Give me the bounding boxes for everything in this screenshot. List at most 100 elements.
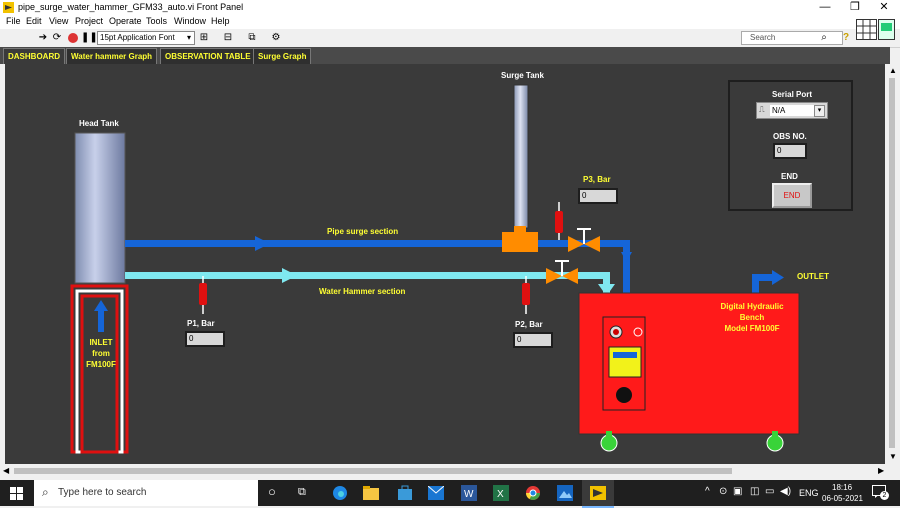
serial-port-value: N/A xyxy=(770,105,816,116)
water-hammer-pipe xyxy=(125,268,615,296)
p2-indicator: 0 xyxy=(513,332,553,348)
horizontal-scrollbar[interactable]: ◀ ▶ xyxy=(0,464,890,478)
serial-port-icon: ⎍ xyxy=(759,105,765,114)
menu-file[interactable]: File xyxy=(6,16,21,26)
clock-date[interactable]: 06-05-2021 xyxy=(822,494,863,503)
tab-dashboard[interactable]: DASHBOARD xyxy=(3,48,65,64)
serial-port-selector[interactable]: ⎍ N/A ▾ xyxy=(756,102,828,119)
taskbar-labview[interactable] xyxy=(582,480,614,508)
outlet-pipe xyxy=(752,270,784,294)
scroll-left-icon[interactable]: ◀ xyxy=(3,466,10,475)
photos-icon[interactable] xyxy=(557,485,573,501)
window-title: pipe_surge_water_hammer_GFM33_auto.vi Fr… xyxy=(18,2,244,12)
menu-window[interactable]: Window xyxy=(174,16,207,26)
p1-label: P1, Bar xyxy=(187,319,215,328)
search-icon: ⌕ xyxy=(42,485,49,499)
labview-icon xyxy=(590,486,606,500)
chevron-down-icon[interactable]: ▾ xyxy=(814,105,825,117)
menu-bar: File Edit View Project Operate Tools Win… xyxy=(0,15,900,29)
edge-icon[interactable] xyxy=(332,485,348,501)
search-input[interactable]: Search xyxy=(741,31,843,45)
menu-operate[interactable]: Operate xyxy=(109,16,142,26)
tray-app2-icon[interactable]: ▣ xyxy=(733,486,743,497)
font-selector-value: 15pt Application Font xyxy=(100,33,175,42)
surge-tank-label: Surge Tank xyxy=(501,71,544,80)
taskbar-search[interactable]: ⌕ Type here to search xyxy=(34,480,258,506)
scroll-up-icon[interactable]: ▲ xyxy=(889,66,897,75)
menu-project[interactable]: Project xyxy=(75,16,104,26)
search-placeholder: Search xyxy=(750,33,776,42)
task-view-icon[interactable]: ⧉ xyxy=(298,486,306,498)
surge-pipe xyxy=(125,226,632,294)
surge-tank xyxy=(513,84,529,229)
p1-indicator: 0 xyxy=(185,331,225,347)
restore-button[interactable]: ❐ xyxy=(850,1,860,13)
menu-view[interactable]: View xyxy=(49,16,69,26)
vertical-scrollbar[interactable]: ▲ ▼ xyxy=(885,64,900,464)
run-icon[interactable]: ➔ xyxy=(38,32,48,43)
hydraulic-bench xyxy=(578,292,800,452)
network-icon[interactable]: ◫ xyxy=(750,486,760,497)
menu-help[interactable]: Help xyxy=(211,16,230,26)
tab-water-hammer-graph[interactable]: Water hammer Graph xyxy=(66,48,158,64)
pipe-surge-label: Pipe surge section xyxy=(327,227,399,236)
taskbar-search-placeholder: Type here to search xyxy=(58,487,147,498)
tab-observation-table[interactable]: OBSERVATION TABLE xyxy=(160,48,256,64)
labview-icon xyxy=(3,2,14,13)
bench-label: Digital Hydraulic Bench Model FM100F xyxy=(720,302,784,333)
tab-surge-graph[interactable]: Surge Graph xyxy=(253,48,312,64)
end-label: END xyxy=(781,172,798,181)
chrome-icon[interactable] xyxy=(525,485,541,501)
notification-center[interactable]: 2 xyxy=(872,485,889,500)
pause-icon[interactable]: ❚❚ xyxy=(81,32,98,43)
toolbar: ➔ ⟳ ❚❚ 15pt Application Font ▾ ⊞ ⊟ ⧉ ⚙ S… xyxy=(0,19,900,48)
scroll-right-icon[interactable]: ▶ xyxy=(878,466,885,475)
obs-no-input[interactable]: 0 xyxy=(773,143,807,159)
p3-indicator: 0 xyxy=(578,188,618,204)
scroll-down-icon[interactable]: ▼ xyxy=(889,452,897,461)
head-tank-label: Head Tank xyxy=(79,119,119,128)
help-icon[interactable]: ? xyxy=(842,32,850,43)
tray-app-icon[interactable]: ⊙ xyxy=(719,486,728,497)
inlet-label: INLET from FM100F xyxy=(86,338,116,369)
align-objects-icon[interactable]: ⊞ xyxy=(199,32,209,43)
menu-edit[interactable]: Edit xyxy=(26,16,42,26)
cortana-icon[interactable]: ○ xyxy=(268,484,276,499)
horizontal-scroll-thumb[interactable] xyxy=(14,468,732,474)
water-hammer-label: Water Hammer section xyxy=(319,287,406,296)
store-icon[interactable] xyxy=(397,485,413,501)
chevron-up-icon[interactable]: ^ xyxy=(705,486,710,497)
vertical-scroll-thumb[interactable] xyxy=(889,78,895,448)
sensor-p2 xyxy=(522,276,530,314)
obs-no-label: OBS NO. xyxy=(773,132,807,141)
title-bar: pipe_surge_water_hammer_GFM33_auto.vi Fr… xyxy=(0,0,900,15)
reorder-icon[interactable]: ⚙ xyxy=(271,32,281,43)
file-explorer-icon[interactable] xyxy=(363,486,379,500)
sensor-p3 xyxy=(555,202,563,240)
clock-time[interactable]: 18:16 xyxy=(832,483,853,492)
volume-icon[interactable]: ◀) xyxy=(780,486,792,497)
font-selector[interactable]: 15pt Application Font ▾ xyxy=(97,31,195,45)
tab-strip: DASHBOARD Water hammer Graph OBSERVATION… xyxy=(0,47,890,64)
head-tank xyxy=(74,132,126,284)
language-indicator[interactable]: ENG xyxy=(799,488,819,498)
battery-icon[interactable]: ▭ xyxy=(765,486,775,497)
end-button[interactable]: END xyxy=(772,183,812,208)
outlet-label: OUTLET xyxy=(797,272,829,281)
search-icon[interactable]: ⌕ xyxy=(821,32,827,43)
abort-icon[interactable] xyxy=(67,32,79,44)
word-icon[interactable]: W xyxy=(461,485,477,501)
distribute-objects-icon[interactable]: ⊟ xyxy=(223,32,233,43)
menu-tools[interactable]: Tools xyxy=(146,16,168,26)
windows-start-icon[interactable] xyxy=(10,487,23,500)
minimize-button[interactable]: — xyxy=(819,1,831,13)
close-button[interactable]: ✕ xyxy=(879,1,889,13)
mail-icon[interactable] xyxy=(428,486,444,500)
sensor-p1 xyxy=(199,276,207,314)
excel-icon[interactable]: X xyxy=(493,485,509,501)
p2-label: P2, Bar xyxy=(515,320,543,329)
tee-fitting xyxy=(502,232,538,252)
run-continuous-icon[interactable]: ⟳ xyxy=(52,32,62,43)
p3-label: P3, Bar xyxy=(583,175,611,184)
resize-objects-icon[interactable]: ⧉ xyxy=(248,32,256,43)
